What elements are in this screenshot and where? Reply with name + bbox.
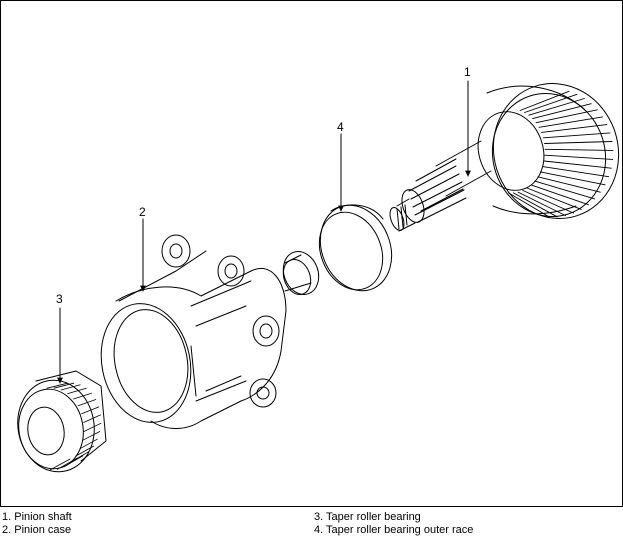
bearing-roller (83, 422, 102, 432)
gear-tooth (532, 103, 592, 120)
gear-tooth (512, 192, 558, 218)
gear-tooth (541, 124, 608, 133)
gear-tooth (543, 160, 612, 169)
leader-lines (57, 80, 471, 384)
gear-tooth (519, 90, 570, 111)
gear-tooth (544, 148, 614, 151)
taper-roller-bearing (17, 370, 107, 473)
pinion-shaft (389, 83, 620, 232)
bearing-roller (73, 392, 92, 400)
gear-tooth (542, 132, 611, 139)
gear-tooth (517, 191, 567, 217)
bearing-roller (77, 399, 97, 407)
gear-tooth (522, 189, 575, 214)
gear-tooth (544, 141, 613, 144)
bearing-roller (60, 384, 81, 391)
legend-item-pinion-shaft: 1. Pinion shaft (2, 511, 72, 523)
outer-race (318, 204, 393, 292)
gear-tooth (534, 180, 596, 200)
gear-tooth (544, 154, 614, 160)
exploded-view-drawing: 1 2 3 4 (17, 65, 620, 473)
callout-1: 1 (464, 65, 471, 79)
gear-tooth (528, 98, 585, 116)
legend-item-outer-race: 4. Taper roller bearing outer race (314, 524, 474, 536)
bearing-roller (53, 382, 75, 389)
gear-tooth (537, 176, 601, 193)
bearing-roller (81, 406, 100, 415)
callout-2: 2 (139, 205, 146, 219)
bearing-roller (82, 431, 101, 441)
gear-tooth (542, 166, 610, 178)
spacer-bearing (282, 251, 320, 295)
bearing-roller (46, 382, 68, 389)
legend-item-pinion-case: 2. Pinion case (2, 524, 72, 536)
callout-3: 3 (56, 292, 63, 306)
bearing-roller (67, 387, 87, 395)
gear-tooth (538, 116, 603, 128)
bearing-roller (75, 445, 94, 457)
gear-tooth (530, 184, 589, 206)
bearing-roller (56, 457, 78, 470)
bearing-roller (49, 458, 71, 471)
bearing-roller (79, 438, 98, 450)
pinion-case (100, 234, 287, 429)
legend-item-taper-roller-bearing: 3. Taper roller bearing (314, 511, 421, 523)
gear-tooth (535, 109, 598, 124)
gear-tooth (540, 171, 606, 186)
bearing-roller (83, 414, 101, 423)
gear-tooth (524, 93, 578, 113)
bearing-roller (63, 455, 84, 468)
gear-tooth (508, 192, 550, 218)
callout-4: 4 (337, 120, 344, 134)
parts-legend: 1. Pinion shaft 2. Pinion case 3. Taper … (0, 511, 623, 540)
gear-tooth (526, 187, 582, 210)
